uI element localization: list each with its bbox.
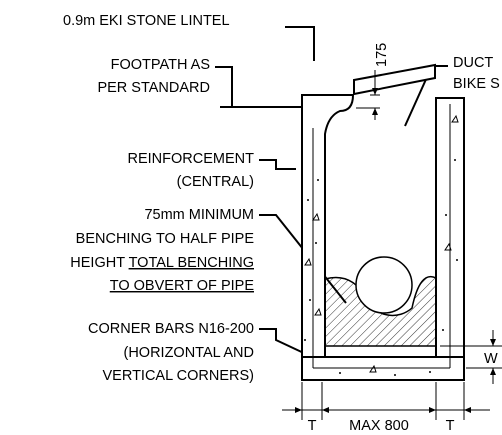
lintel-leader: [285, 26, 315, 61]
aggregate-dots: [304, 114, 459, 376]
corner-bars-label-line2: (HORIZONTAL AND: [123, 345, 254, 361]
duct-cover: [353, 63, 436, 96]
corner-bars-leader: [259, 328, 309, 356]
pipe: [355, 256, 413, 314]
footpath-label-line1: FOOTPATH AS: [111, 57, 210, 73]
lintel-label: 0.9m EKI STONE LINTEL: [63, 13, 230, 29]
dimension-175: [356, 70, 380, 120]
benching-label-line3-underlined: TOTAL BENCHING: [129, 255, 254, 271]
dimension-t-right: T: [446, 418, 455, 434]
corner-bars-label-line3: VERTICAL CORNERS): [103, 368, 254, 384]
bottom-dimensions: [282, 382, 490, 420]
dimension-w: [440, 330, 502, 384]
dimension-175-label: 175: [374, 43, 390, 67]
reinforcement-label-line1: REINFORCEMENT: [128, 151, 255, 167]
dimension-max-800: MAX 800: [349, 418, 409, 434]
benching-label-line3: HEIGHT TOTAL BENCHING: [70, 255, 254, 271]
dimension-w-label: W: [484, 351, 498, 367]
duct-label-line1: DUCT: [453, 55, 493, 71]
channel-inner-outline: [324, 98, 437, 358]
benching-label-line4: TO OBVERT OF PIPE: [110, 278, 255, 294]
duct-label-line2: BIKE S: [453, 76, 500, 92]
stone-lintel: [301, 94, 355, 361]
reinforcement-leader: [259, 159, 296, 170]
benching-label-line1: 75mm MINIMUM: [144, 207, 254, 223]
reinforcement-label-line2: (CENTRAL): [177, 174, 254, 190]
corner-bars-label-line1: CORNER BARS N16-200: [88, 321, 254, 337]
footpath-leader: [215, 66, 233, 106]
benching-label-line2: BENCHING TO HALF PIPE: [76, 231, 255, 247]
benching-hatch: [324, 275, 437, 347]
benching-label-line3-plain: HEIGHT: [70, 255, 128, 271]
footpath-label-line2: PER STANDARD: [97, 80, 210, 96]
dimension-t-left: T: [308, 418, 317, 434]
